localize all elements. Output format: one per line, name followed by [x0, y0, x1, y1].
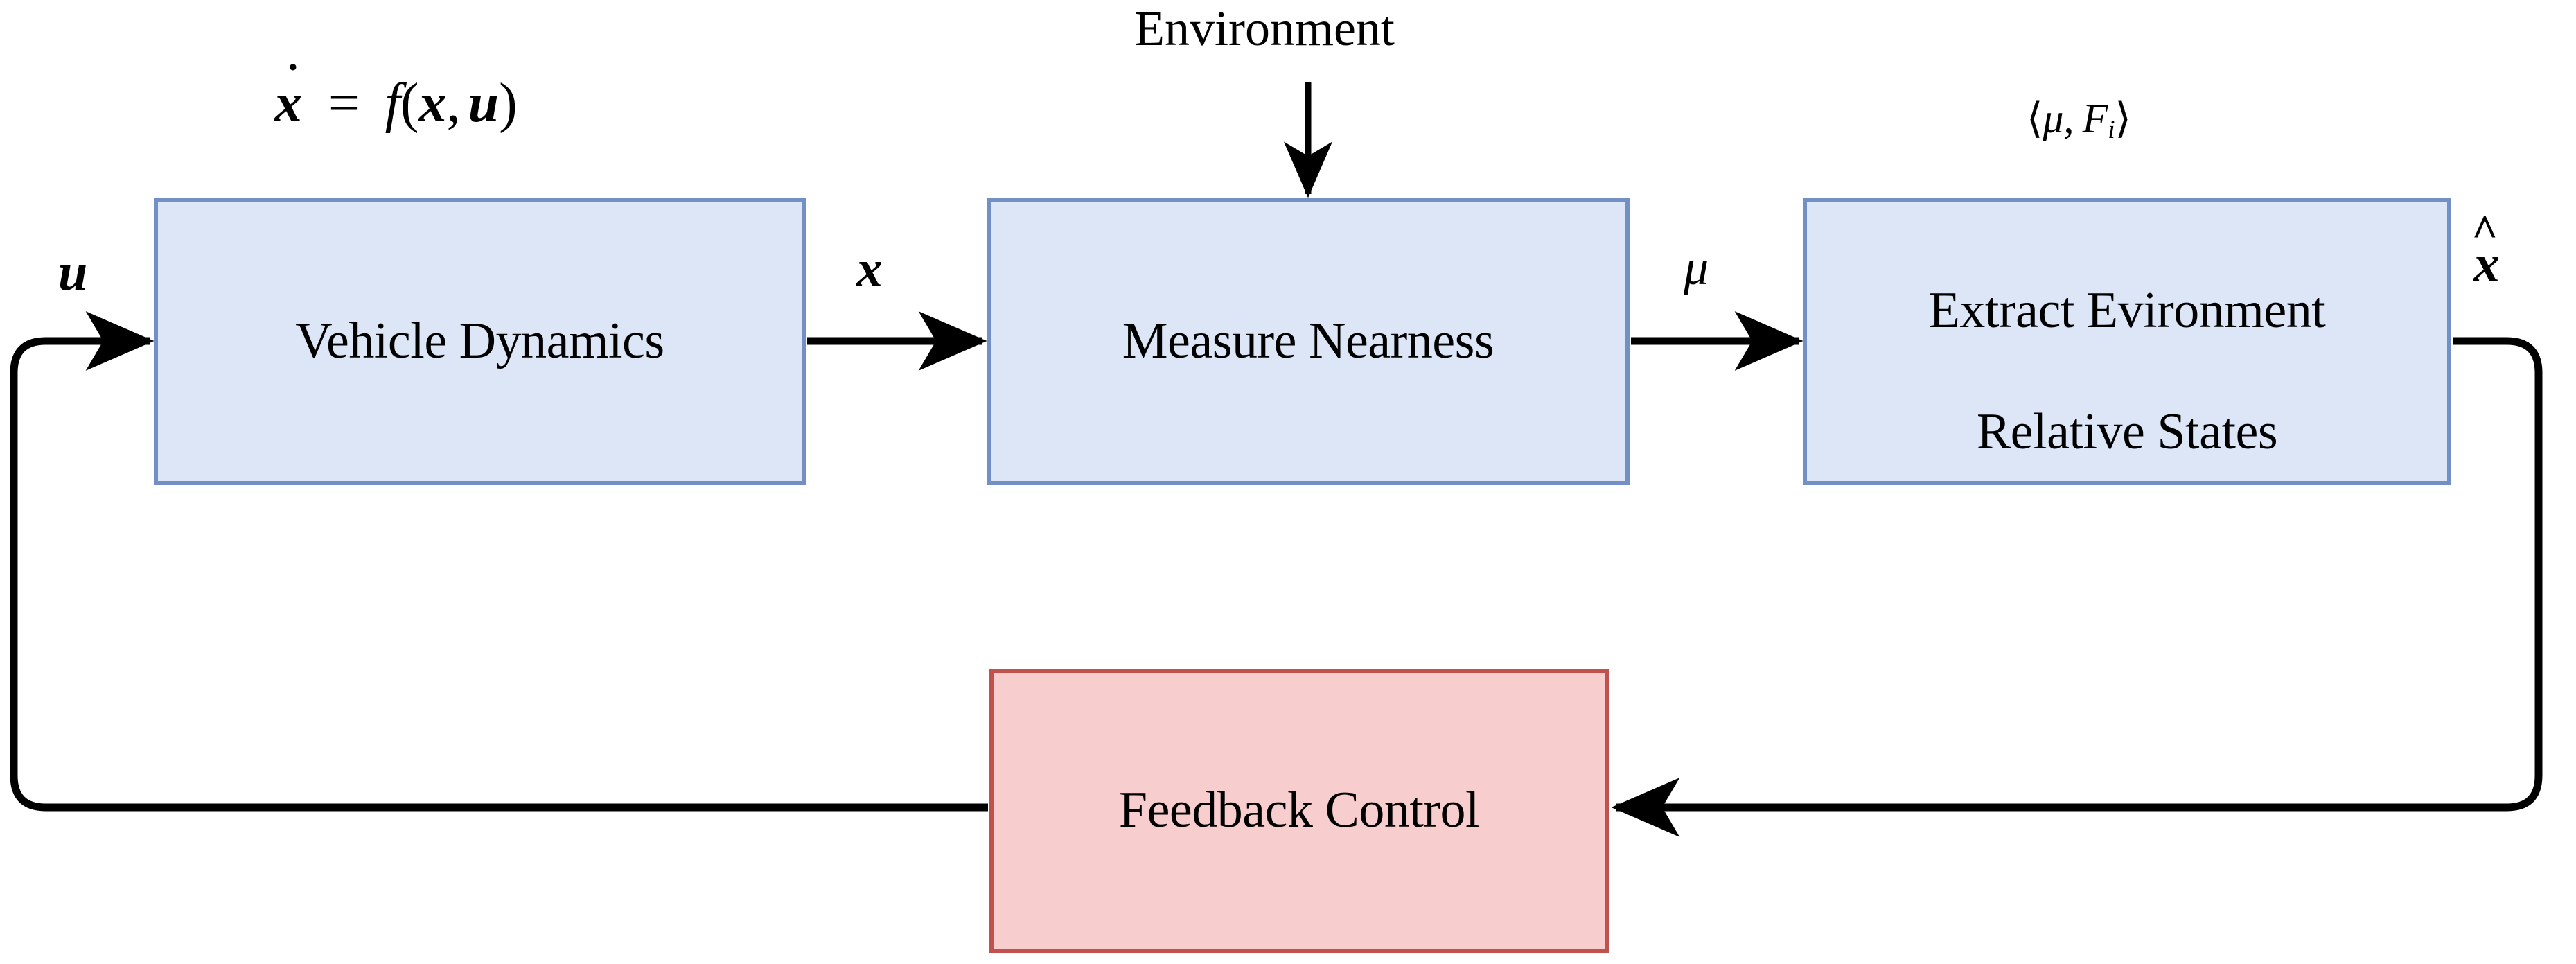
angle-close-icon: ⟩: [2115, 96, 2131, 141]
block-vehicle-dynamics-label: Vehicle Dynamics: [295, 312, 664, 369]
tuple-mu: μ: [2043, 96, 2064, 141]
block-extract-states-line2: Relative States: [1976, 403, 2278, 460]
angle-open-icon: ⟨: [2027, 96, 2043, 141]
signal-label-mu: μ: [1684, 240, 1709, 295]
block-feedback-control-label: Feedback Control: [1118, 782, 1480, 839]
signal-label-u: u: [58, 243, 88, 301]
equation-comma: ,: [446, 73, 461, 134]
label-environment: Environment: [1134, 1, 1395, 56]
equation-arg-u: u: [468, 73, 500, 134]
block-vehicle-dynamics[interactable]: Vehicle Dynamics: [154, 198, 806, 485]
dot-accent-icon: ·: [286, 45, 300, 89]
equation-lhs: x ·: [274, 45, 302, 134]
signal-label-xhat-glyph: x ^: [2471, 207, 2500, 295]
equation-equals: =: [324, 73, 362, 134]
block-extract-states-label: Extract Evironment Relative States: [1929, 220, 2326, 462]
equation-open-paren: (: [400, 73, 419, 134]
block-extract-states-line1: Extract Evironment: [1928, 282, 2326, 340]
signal-label-xhat-base: x: [2473, 235, 2500, 293]
equation-state-dynamics: x · = f(x,u): [274, 45, 518, 135]
label-measurement-tuple: ⟨μ,Fi⟩: [2027, 94, 2131, 145]
signal-label-x: x: [856, 240, 883, 298]
equation-close-paren: ): [499, 73, 518, 134]
tuple-force-index: i: [2108, 116, 2115, 145]
tuple-force: F: [2082, 96, 2108, 141]
hat-accent-icon: ^: [2471, 207, 2498, 257]
block-measure-nearness[interactable]: Measure Nearness: [987, 198, 1630, 485]
signal-label-xhat: x ^: [2471, 207, 2500, 295]
block-feedback-control[interactable]: Feedback Control: [989, 669, 1609, 953]
tuple-comma: ,: [2063, 96, 2074, 141]
block-measure-nearness-label: Measure Nearness: [1122, 312, 1494, 369]
equation-arg-x: x: [418, 73, 447, 134]
block-extract-states[interactable]: Extract Evironment Relative States: [1803, 198, 2451, 485]
equation-function: f: [385, 73, 400, 134]
